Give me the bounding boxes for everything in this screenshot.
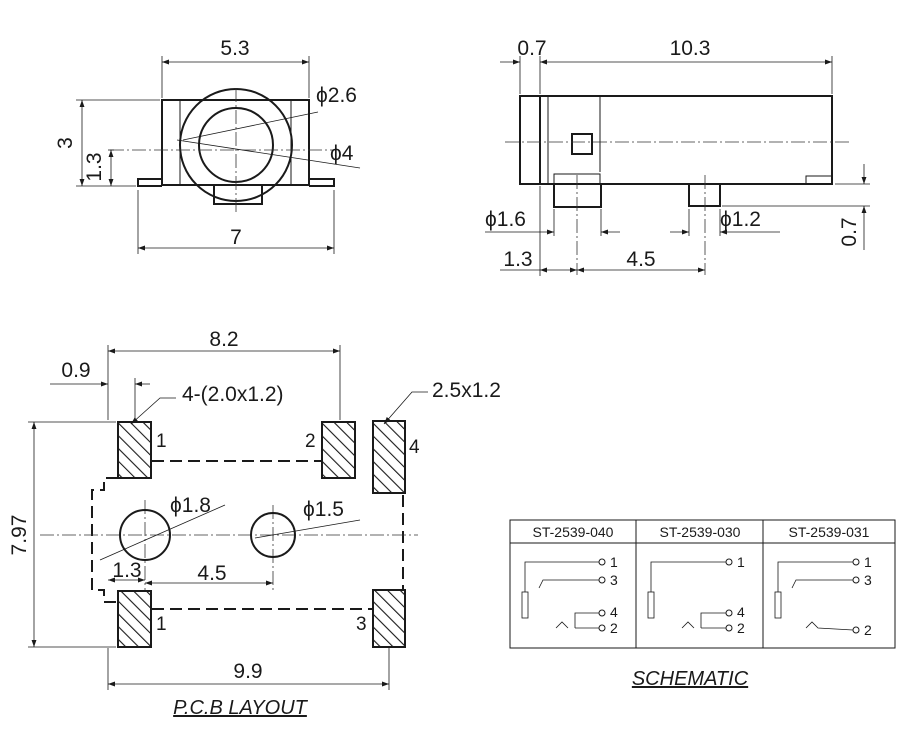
- pcb-dim-height: 7.97: [8, 515, 31, 556]
- side-view: 0.7 10.3 ϕ1.6 ϕ1.2 1.3 4.5 0.7: [485, 37, 870, 276]
- schematic-caption: SCHEMATIC: [632, 668, 749, 690]
- front-left-flange: [137, 178, 162, 187]
- schematic-031-pin-1: 1: [864, 554, 872, 570]
- pcb-pad-label-4: 4: [409, 437, 420, 458]
- front-dim-bore-outer: ϕ2.6: [316, 84, 357, 107]
- schematic-040-pin-3: 3: [610, 572, 618, 588]
- schematic: ST-2539-040 ST-2539-030 ST-2539-031 1 3 …: [509, 519, 896, 690]
- pcb-leader-hole-large: [99, 504, 226, 561]
- pcb-pad-label-2: 2: [305, 431, 316, 452]
- schematic-jack-040: 1 3 4 2: [521, 554, 618, 636]
- front-leader-bore-outer: [182, 111, 319, 141]
- schematic-jack-031: 1 3 2: [774, 554, 872, 638]
- pcb-dim-hole-spacing: 4.5: [197, 562, 226, 585]
- pcb-dim-edge-offset: 0.9: [61, 359, 90, 382]
- schematic-031-pin-2: 2: [864, 622, 872, 638]
- schematic-030-pin-1: 1: [737, 554, 745, 570]
- pcb-dim-hole-small: ϕ1.5: [303, 498, 344, 521]
- pcb-leader-pad-small: [130, 397, 176, 425]
- side-dim-peg-offset: 1.3: [503, 248, 532, 271]
- schematic-030-pin-2: 2: [737, 620, 745, 636]
- front-body-outline: [161, 99, 310, 186]
- front-dim-width-top: 5.3: [220, 37, 249, 60]
- pcb-dim-pad-large: 2.5x1.2: [432, 379, 501, 402]
- side-dim-peg-height: 0.7: [838, 217, 861, 246]
- schematic-040-pin-1: 1: [610, 554, 618, 570]
- pcb-dim-hole-offset: 1.3: [112, 559, 141, 582]
- pcb-pad-1-bottom: [117, 590, 152, 648]
- side-peg-large: [553, 184, 602, 208]
- pcb-dim-overall-width: 8.2: [209, 328, 238, 351]
- front-dim-bore-inner: ϕ4: [330, 142, 354, 165]
- schematic-col-header-031: ST-2539-031: [789, 524, 870, 540]
- schematic-table: [509, 519, 896, 649]
- pcb-dim-pad-small: 4-(2.0x1.2): [182, 383, 284, 406]
- front-peg: [213, 184, 263, 205]
- side-dim-peg-large: ϕ1.6: [485, 208, 526, 231]
- front-view: 5.3 3 1.3 ϕ2.6 ϕ4 7: [54, 37, 361, 254]
- pcb-layout: 1 2 4 1 3 ϕ1.8 ϕ1.5 8.2 0.9 4-(2.0x1.2) …: [8, 328, 501, 719]
- side-dim-peg-small: ϕ1.2: [720, 208, 761, 231]
- front-dim-height: 3: [54, 137, 77, 149]
- pcb-caption: P.C.B LAYOUT: [173, 697, 309, 719]
- side-dim-peg-spacing: 4.5: [626, 248, 655, 271]
- schematic-col-header-040: ST-2539-040: [533, 524, 614, 540]
- schematic-col-header-030: ST-2539-030: [660, 524, 741, 540]
- side-window: [571, 133, 593, 155]
- pcb-leader-hole-small: [254, 519, 361, 539]
- schematic-031-pin-3: 3: [864, 572, 872, 588]
- schematic-jack-030: 1 4 2: [647, 554, 745, 636]
- pcb-pad-2: [321, 421, 356, 479]
- front-dim-center-height: 1.3: [83, 152, 106, 181]
- schematic-040-pin-2: 2: [610, 620, 618, 636]
- schematic-040-pin-4: 4: [610, 604, 618, 620]
- pcb-pad-label-1-bottom: 1: [156, 614, 167, 635]
- pcb-dim-hole-large: ϕ1.8: [170, 494, 211, 517]
- pcb-dim-bottom-width: 9.9: [233, 660, 262, 683]
- side-body-outline: [519, 95, 833, 185]
- side-dim-front-flange: 0.7: [517, 37, 546, 60]
- side-dim-length: 10.3: [670, 37, 711, 60]
- pcb-leader-pad-large: [383, 391, 428, 425]
- pcb-hole-small: [250, 512, 296, 558]
- front-dim-width-bottom: 7: [230, 226, 242, 249]
- pcb-pad-3: [372, 589, 406, 648]
- front-right-flange: [309, 178, 335, 187]
- pcb-pad-label-1-top: 1: [156, 431, 167, 452]
- side-peg-small: [688, 184, 721, 207]
- pcb-pad-1-top: [117, 421, 152, 479]
- pcb-pad-label-3: 3: [356, 614, 367, 635]
- schematic-030-pin-4: 4: [737, 604, 745, 620]
- front-leader-bore-inner: [176, 139, 361, 169]
- pcb-hole-large: [119, 509, 171, 561]
- pcb-pad-4: [372, 420, 406, 494]
